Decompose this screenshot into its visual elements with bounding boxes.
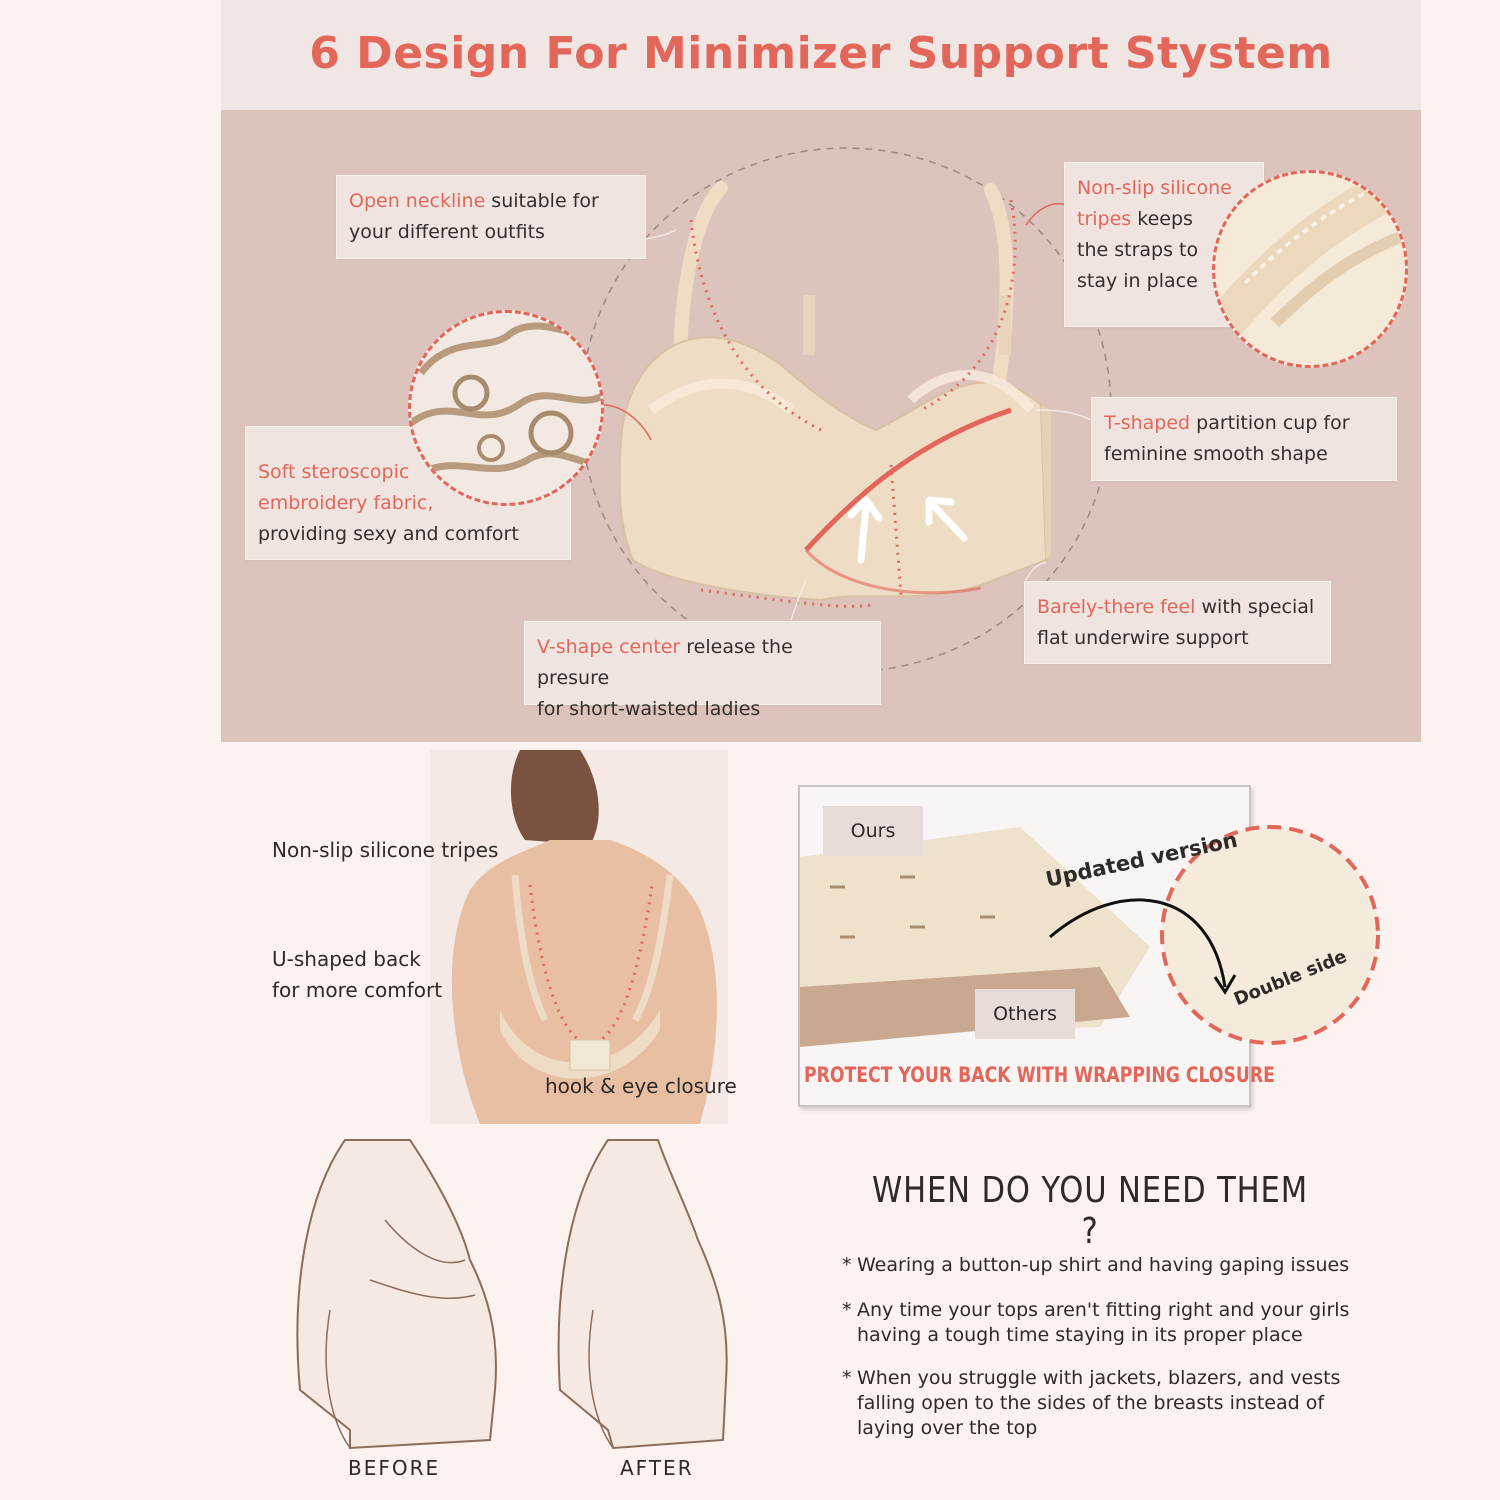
shirt-before-illustration xyxy=(296,1139,497,1450)
callout-open-neckline: Open neckline suitable for your differen… xyxy=(336,175,646,259)
callout-highlight: T-shaped xyxy=(1104,412,1191,434)
strap-detail-image xyxy=(1215,173,1405,336)
lace-zoom-circle xyxy=(408,310,604,506)
callout-text: feminine smooth shape xyxy=(1104,443,1328,465)
callout-text: keeps xyxy=(1131,208,1193,230)
callout-highlight: Barely-there feel xyxy=(1037,596,1196,618)
label-silicone-tripes: Non-slip silicone tripes xyxy=(272,838,499,862)
label-hook-eye: hook & eye closure xyxy=(545,1074,737,1098)
bullet-item: *Any time your tops aren't fitting right… xyxy=(842,1298,1372,1348)
caption-before: BEFORE xyxy=(348,1456,441,1480)
protect-back-caption: PROTECT YOUR BACK WITH WRAPPING CLOSURE xyxy=(804,1063,1275,1087)
when-title: WHEN DO YOU NEED THEM ? xyxy=(872,1170,1308,1252)
callout-highlight: V-shape center xyxy=(537,636,681,658)
callout-text: the straps to xyxy=(1077,239,1199,261)
callout-text: your different outfits xyxy=(349,221,545,243)
callout-text: flat underwire support xyxy=(1037,627,1249,649)
back-view-image xyxy=(430,750,728,1124)
callout-highlight: Open neckline xyxy=(349,190,486,212)
shirt-after-illustration xyxy=(557,1139,728,1450)
callout-highlight: embroidery fabric, xyxy=(258,492,434,514)
callout-text: release the presure xyxy=(537,636,793,689)
strap-zoom-circle xyxy=(1212,170,1408,368)
bullet-item: *When you struggle with jackets, blazers… xyxy=(842,1366,1372,1441)
callout-text: providing sexy and comfort xyxy=(258,523,519,545)
callout-v-shape: V-shape center release the presure for s… xyxy=(524,621,881,720)
callout-highlight: tripes xyxy=(1077,208,1132,230)
page-title: 6 Design For Minimizer Support Stystem xyxy=(309,28,1333,79)
callout-text: with special xyxy=(1195,596,1315,618)
bullet-text: falling open to the sides of the breasts… xyxy=(857,1392,1325,1414)
callout-t-shaped: T-shaped partition cup for feminine smoo… xyxy=(1091,397,1397,481)
tag-ours: Ours xyxy=(823,806,923,856)
label-u-shaped-1: U-shaped back xyxy=(272,947,421,971)
back-view-illustration xyxy=(451,750,717,1124)
callout-text: for short-waisted ladies xyxy=(537,698,761,720)
bullet-text: Wearing a button-up shirt and having gap… xyxy=(857,1254,1350,1276)
callout-text: suitable for xyxy=(485,190,599,212)
callout-barely-there: Barely-there feel with special flat unde… xyxy=(1024,581,1331,664)
double-side-zoom xyxy=(1160,825,1380,1045)
closure-illustration xyxy=(800,827,1150,1047)
bullet-text: When you struggle with jackets, blazers,… xyxy=(857,1367,1341,1389)
updated-arrow xyxy=(1049,898,1237,995)
tag-others: Others xyxy=(975,989,1075,1039)
label-u-shaped-2: for more comfort xyxy=(272,978,443,1002)
bra-illustration xyxy=(580,147,1112,673)
bullet-text: having a tough time staying in its prope… xyxy=(857,1324,1303,1346)
header-band xyxy=(221,0,1421,110)
bullet-text: Any time your tops aren't fitting right … xyxy=(857,1299,1350,1321)
callout-highlight: Soft steroscopic xyxy=(258,461,410,483)
callout-highlight: Non-slip silicone xyxy=(1077,177,1232,199)
bullet-text: laying over the top xyxy=(857,1417,1038,1439)
lace-pattern-image xyxy=(411,322,601,477)
callout-text: stay in place xyxy=(1077,270,1198,292)
bullet-item: *Wearing a button-up shirt and having ga… xyxy=(842,1254,1350,1276)
callout-silicone-tripes: Non-slip silicone tripes keeps the strap… xyxy=(1064,162,1264,327)
caption-after: AFTER xyxy=(620,1456,694,1480)
callout-text: partition cup for xyxy=(1190,412,1350,434)
